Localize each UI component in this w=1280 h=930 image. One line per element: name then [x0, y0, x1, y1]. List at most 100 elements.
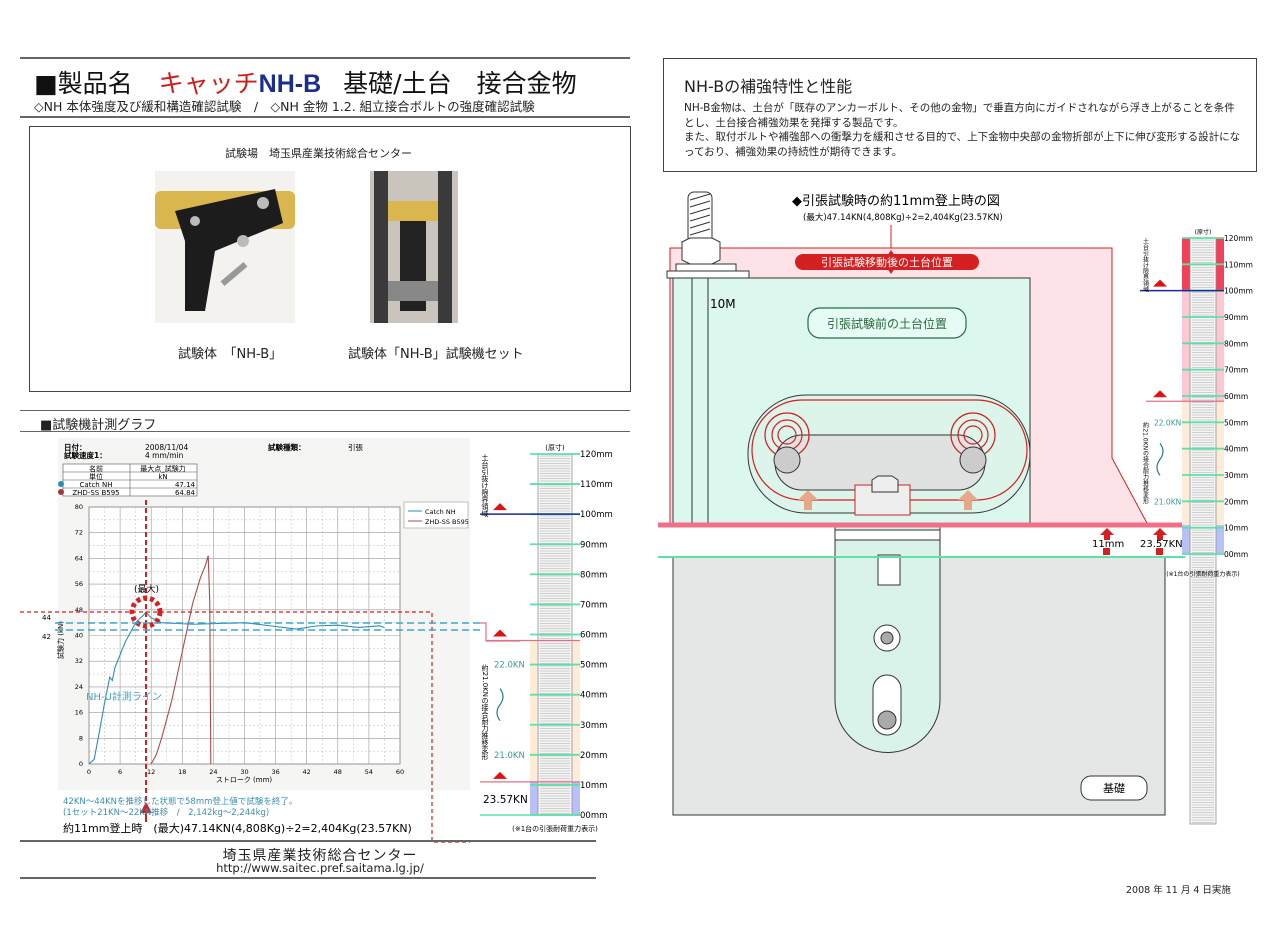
arrow-up-icon — [1153, 279, 1167, 287]
y-tick-label: 24 — [75, 683, 83, 691]
y-tick-label: 0 — [79, 760, 83, 768]
arrow-up-icon — [493, 771, 507, 779]
fastener-icon — [880, 631, 894, 645]
footer-url[interactable]: http://www.saitec.pref.saitama.lg.jp/ — [216, 861, 424, 875]
note-line-2: (1セット21KN～22KN推移 / 2,142kg～2,244kg) — [63, 807, 269, 818]
ruler-tick-label: 120mm — [580, 450, 613, 460]
high-kn-label: 22.0KN — [1154, 418, 1181, 427]
x-tick-label: 12 — [147, 768, 155, 776]
venue-label: 試験場 埼玉県産業技術総合センター — [225, 147, 412, 160]
x-tick-label: 36 — [271, 768, 279, 776]
info-body: NH-B金物は、土台が「既存のアンカーボルト、その他の金物」で垂直方向にガイドさ… — [684, 102, 1241, 158]
before-position-label-pill — [807, 307, 967, 339]
ruler-tick-label: 10mm — [580, 781, 607, 791]
divider — [20, 116, 630, 118]
ruler-tick-label: 00mm — [580, 811, 607, 821]
ruler-tick-label: 10mm — [1224, 524, 1248, 533]
caption-machine: 試験体「NH-B」試験機セット — [348, 347, 524, 362]
ruler-tick-label: 30mm — [580, 721, 607, 731]
scale-ruler-left: 120mm110mm100mm90mm80mm70mm60mm50mm40mm3… — [480, 443, 613, 833]
measurement-line-label: NH-U計測ライン — [86, 690, 162, 703]
date-footer: 2008 年 11 月 4 日実施 — [1126, 885, 1231, 896]
arrow-up-icon — [493, 503, 507, 511]
title-product: キャッチ — [158, 69, 259, 98]
low-kn-label: 21.0KN — [1154, 497, 1181, 506]
load-label: 23.57KN — [1140, 539, 1183, 550]
x-tick-label: 24 — [209, 768, 217, 776]
y-axis-label: 試験力 (kN) — [56, 621, 65, 659]
ruler-caption: (原寸) — [1195, 228, 1212, 236]
ruler-tick-label: 60mm — [580, 631, 607, 641]
title-rest: 基礎/土台 接合金物 — [343, 69, 577, 98]
arrow-up-icon — [140, 802, 152, 813]
tilde-icon — [496, 688, 504, 722]
test-chart: 日付： 2008/11/04 試験速度1： 4 mm/min 試験種類： 引張 … — [20, 438, 613, 843]
ruler-tick-label: 40mm — [580, 691, 607, 701]
ruler-body — [1189, 237, 1217, 825]
ruler-tick-label: 90mm — [580, 540, 607, 550]
footer-organization: 埼玉県産業技術総合センター — [222, 848, 418, 864]
table-header-max: 最大点_試験力 — [140, 464, 186, 473]
x-tick-label: 54 — [365, 768, 373, 776]
scale-ruler-right: 120mm110mm100mm90mm80mm70mm60mm50mm40mm3… — [1140, 228, 1253, 825]
graph-heading: ■試験機計測グラフ — [40, 418, 157, 433]
ruler-tick-label: 70mm — [1224, 366, 1248, 375]
summary-line: 約11mm登上時 (最大)47.14KN(4,808Kg)÷2=2,404Kg(… — [63, 821, 412, 835]
anchor-bolt-icon — [666, 191, 750, 525]
tilde-icon — [1156, 443, 1164, 476]
ruler-note: (※1台の引張耐荷重力表示) — [512, 824, 598, 833]
plate-bolt-icon — [877, 554, 901, 586]
divider — [20, 840, 596, 842]
table-header-name: 名前 — [89, 464, 103, 473]
series-marker-catch-nh — [58, 481, 64, 487]
x-axis-label: ストローク (mm) — [216, 776, 273, 784]
ruler-tick-label: 60mm — [1224, 392, 1248, 401]
vertical-note: 約21.0KNの接合耐力推移変形 — [481, 664, 489, 761]
legend: Catch NH ZHD-SS B595 — [403, 501, 469, 529]
title-model: NH-B — [258, 70, 322, 98]
ruler-tick-label: 80mm — [1224, 339, 1248, 348]
y-tick-label: 80 — [75, 503, 83, 511]
high-kn-label: 22.0KN — [494, 661, 525, 671]
ruler-tick-label: 120mm — [1224, 234, 1253, 243]
test-type-value: 引張 — [348, 443, 363, 452]
y-tick-label: 40 — [75, 632, 83, 640]
results-table: 名前 最大点_試験力 単位 kN Catch NH 47.14 ZHD-SS B… — [58, 463, 198, 497]
photo-panel: 試験場 埼玉県産業技術総合センター 試験体 「NH-B」 試験体「NH-B」試験… — [29, 126, 631, 392]
diagram-title: ◆引張試験時の約11mm登上時の図 — [792, 193, 1000, 209]
ruler-tick-label: 110mm — [1224, 260, 1253, 269]
diagram-formula: (最大)47.14KN(4,808Kg)÷2=2,404Kg(23.57KN) — [803, 212, 1003, 223]
ruler-tick-label: 70mm — [580, 600, 607, 610]
x-tick-label: 6 — [118, 768, 122, 776]
caption-specimen: 試験体 「NH-B」 — [178, 347, 283, 362]
bolt-size-label: 10M — [710, 297, 736, 311]
y-tick-label: 72 — [75, 529, 83, 537]
ref-44-label: 44 — [42, 614, 51, 622]
speed-label: 試験速度1： — [64, 450, 107, 460]
x-tick-label: 0 — [87, 768, 91, 776]
table-row-name: Catch NH — [80, 481, 113, 489]
foundation-label: 基礎 — [1103, 782, 1125, 795]
series-line-1 — [150, 555, 212, 765]
ruler-tick-label: 20mm — [1224, 497, 1248, 506]
info-title: NH-Bの補強特性と性能 — [684, 77, 853, 96]
x-tick-label: 30 — [240, 768, 248, 776]
ruler-tick-label: 50mm — [1224, 418, 1248, 427]
table-unit-value: kN — [158, 473, 167, 481]
ruler-tick-label: 30mm — [1224, 471, 1248, 480]
x-tick-label: 60 — [396, 768, 404, 776]
table-row-name: ZHD-SS B595 — [72, 489, 119, 497]
ruler-tick-label: 100mm — [580, 510, 613, 520]
vertical-note: 土台引抜け限界領域 — [1142, 237, 1149, 292]
ruler-tick-label: 00mm — [1224, 550, 1248, 559]
y-tick-label: 32 — [75, 657, 83, 665]
max-ref-line — [20, 611, 470, 843]
ruler-tick-label: 20mm — [580, 751, 607, 761]
arrow-up-icon — [493, 629, 507, 637]
ref-42-label: 42 — [42, 633, 51, 641]
subtitle: ◇NH 本体強度及び緩和構造確認試験 / ◇NH 金物 1.2. 組立接合ボルト… — [34, 99, 535, 114]
legend-zhd: ZHD-SS B595 — [425, 518, 469, 526]
date-label: 日付： — [64, 442, 87, 452]
ruler-tick-label: 80mm — [580, 570, 607, 580]
